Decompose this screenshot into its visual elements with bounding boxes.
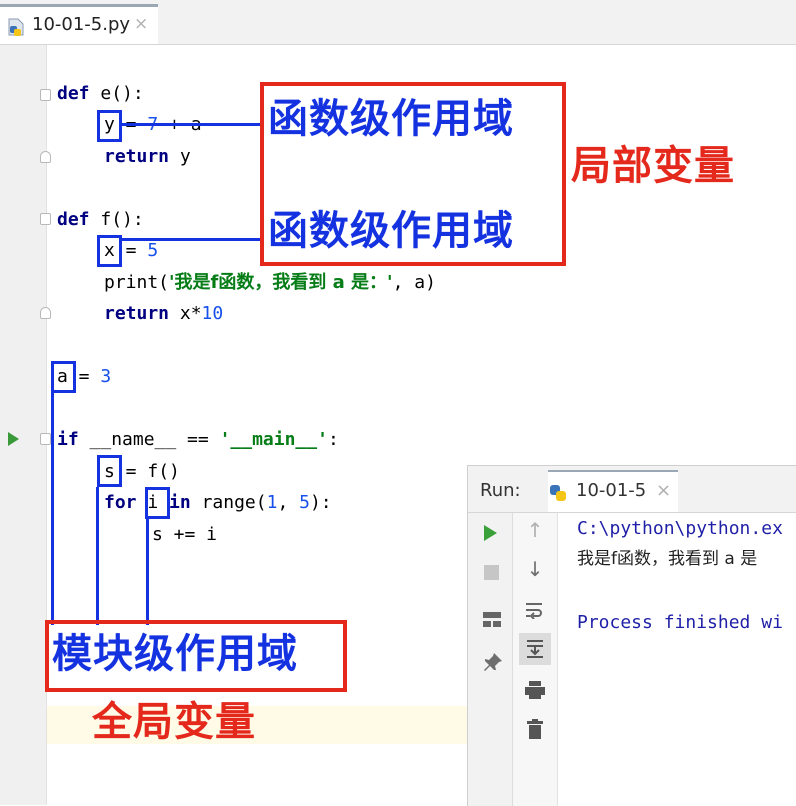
run-config-name: 10-01-5 xyxy=(576,480,647,501)
code-line[interactable]: x = 5 xyxy=(104,240,159,261)
scope-line xyxy=(146,519,149,625)
file-tab-label: 10-01-5.py xyxy=(32,14,131,35)
editor-tab-bar: 10-01-5.py × xyxy=(0,0,796,45)
run-side-toolbar: ↑ ↓ xyxy=(513,513,558,806)
variable-highlight-box xyxy=(51,361,76,393)
global-scope-box xyxy=(45,620,347,692)
output-line: Process finished wi xyxy=(577,612,783,633)
variable-highlight-box xyxy=(145,487,170,519)
variable-highlight-box xyxy=(97,110,122,142)
stop-icon[interactable] xyxy=(484,565,499,580)
output-line: C:\python\python.ex xyxy=(577,518,783,539)
global-variable-label: 全局变量 xyxy=(92,699,256,745)
close-icon[interactable]: × xyxy=(134,14,149,34)
trash-icon[interactable] xyxy=(527,719,543,743)
run-gutter-icon[interactable] xyxy=(8,432,19,446)
local-variable-label: 局部变量 xyxy=(571,143,735,189)
connector-line xyxy=(122,238,264,241)
fold-marker-icon[interactable] xyxy=(40,213,51,225)
code-line[interactable]: a = 3 xyxy=(57,366,112,387)
file-tab[interactable]: 10-01-5.py × xyxy=(0,4,158,44)
run-panel-header: Run: 10-01-5 × xyxy=(468,466,796,513)
output-line: 我是f函数，我看到 a 是 xyxy=(577,549,758,569)
scope-line xyxy=(96,487,99,625)
python-icon xyxy=(548,483,568,503)
down-arrow-icon[interactable]: ↓ xyxy=(526,557,544,581)
variable-highlight-box xyxy=(97,455,122,487)
pin-icon[interactable] xyxy=(482,651,504,677)
code-line[interactable]: def f(): xyxy=(57,209,144,230)
connector-line xyxy=(122,123,264,126)
python-file-icon xyxy=(6,17,26,37)
fold-end-icon[interactable] xyxy=(40,151,51,163)
code-line[interactable]: return y xyxy=(104,146,191,167)
run-output[interactable]: C:\python\python.ex 我是f函数，我看到 a 是 Proces… xyxy=(558,513,796,806)
print-icon[interactable] xyxy=(525,681,545,703)
fold-end-icon[interactable] xyxy=(40,307,51,319)
soft-wrap-icon[interactable] xyxy=(525,601,545,623)
code-line[interactable]: def e(): xyxy=(57,83,144,104)
code-line[interactable]: for i in range(1, 5): xyxy=(104,492,332,513)
code-line[interactable]: print('我是f函数，我看到 a 是：', a) xyxy=(104,272,436,293)
fold-marker-icon[interactable] xyxy=(40,89,51,101)
editor-gutter xyxy=(0,45,47,805)
variable-highlight-box xyxy=(97,235,122,267)
run-panel: Run: 10-01-5 × ↑ ↓ xyxy=(467,465,796,806)
run-toolbar xyxy=(468,513,513,806)
fold-marker-icon[interactable] xyxy=(40,433,51,445)
module-scope-label: 模块级作用域 xyxy=(52,631,298,677)
function-scope-label: 函数级作用域 xyxy=(268,208,514,254)
scroll-to-end-icon[interactable] xyxy=(519,633,551,665)
close-icon[interactable]: × xyxy=(656,480,672,501)
code-line[interactable]: s = f() xyxy=(104,461,180,482)
current-line-highlight xyxy=(47,706,467,744)
code-line[interactable]: return x*10 xyxy=(104,303,224,324)
code-line[interactable]: if __name__ == '__main__': xyxy=(57,429,339,450)
local-scope-box xyxy=(260,82,566,266)
run-icon[interactable] xyxy=(484,525,497,541)
up-arrow-icon[interactable]: ↑ xyxy=(526,518,544,542)
code-line[interactable]: s += i xyxy=(152,524,218,545)
layout-icon[interactable] xyxy=(483,612,501,632)
run-config-tab[interactable]: 10-01-5 × xyxy=(548,470,678,512)
scope-line xyxy=(51,393,54,625)
run-label: Run: xyxy=(480,480,521,501)
function-scope-label: 函数级作用域 xyxy=(268,96,514,142)
